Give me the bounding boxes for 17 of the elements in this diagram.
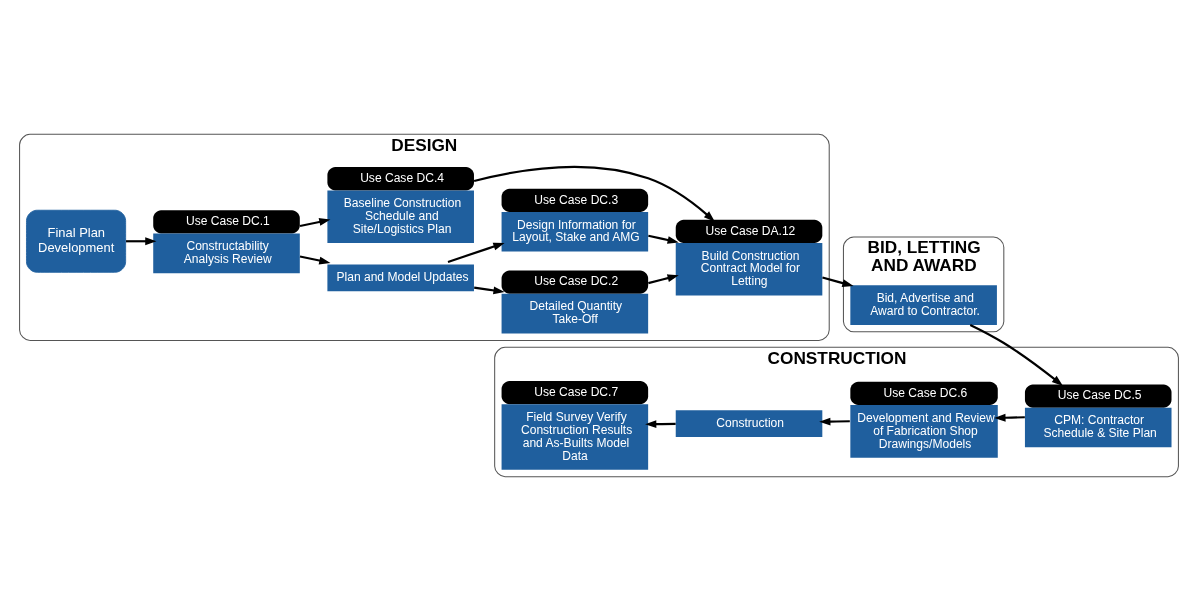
- arrow: [648, 234, 679, 244]
- arrow: [126, 237, 157, 246]
- arrow: [474, 286, 505, 295]
- arrow: [447, 242, 505, 263]
- arrow: [645, 420, 676, 429]
- arrow: [822, 276, 854, 287]
- arrow: [969, 323, 1063, 386]
- node-box: Bid, Advertise and Award to Contractor.: [850, 285, 997, 325]
- arrow: [299, 218, 331, 228]
- node-box: Construction: [675, 410, 823, 437]
- arrow: [819, 417, 850, 426]
- node-box: Plan and Model Updates: [327, 264, 474, 292]
- arrow: [299, 255, 331, 265]
- arrow: [648, 274, 679, 285]
- node-box: Final Plan Development: [26, 209, 127, 273]
- arrow: [994, 413, 1025, 422]
- arrow: [473, 166, 715, 222]
